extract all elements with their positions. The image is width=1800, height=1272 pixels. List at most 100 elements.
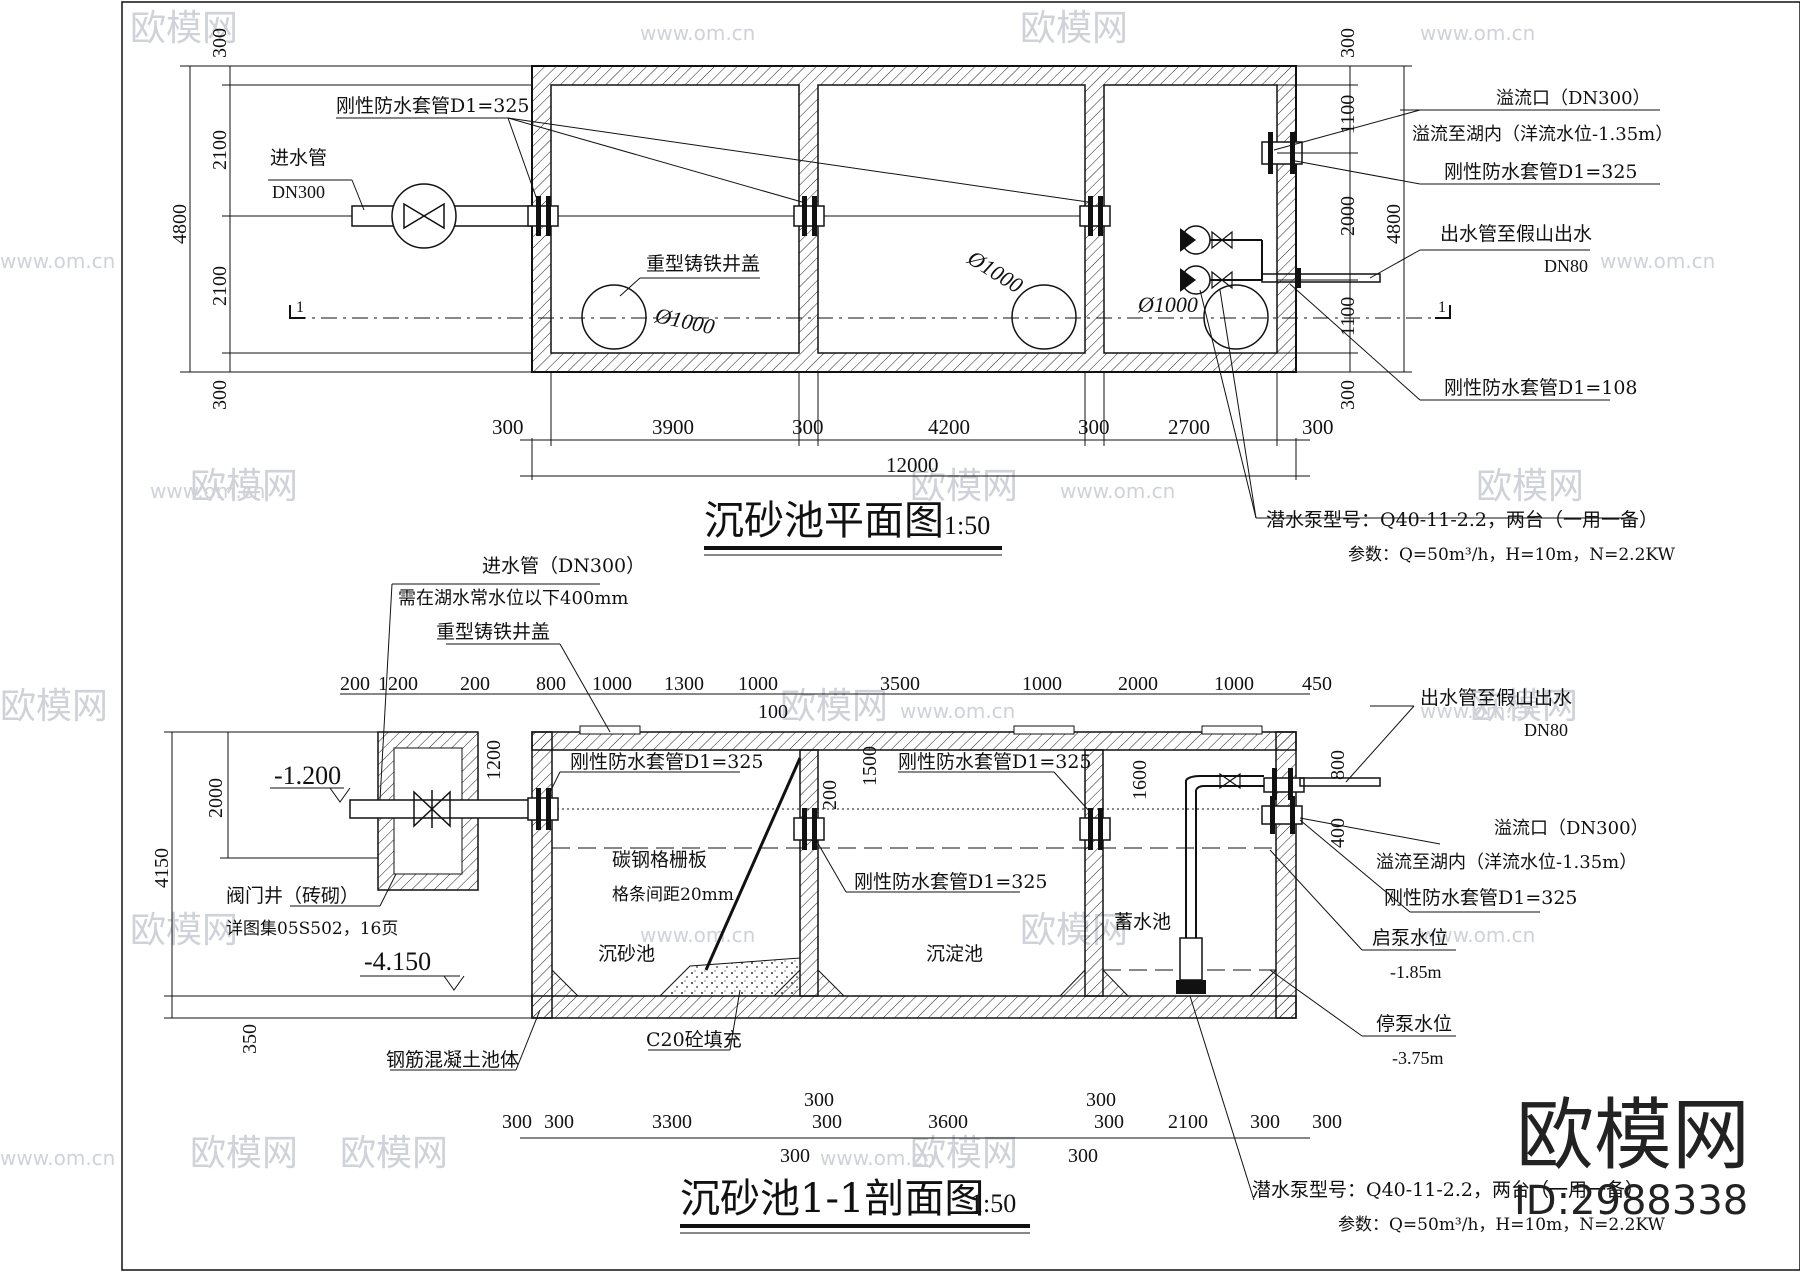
plan-dim-bottom-0: 300	[492, 415, 524, 439]
section-dim-inner-1500: 1500	[859, 746, 881, 786]
section-elev-top: -1.200	[274, 761, 341, 790]
section-sleeve-1	[527, 788, 559, 830]
section-dim-inner-1600: 1600	[1129, 760, 1151, 800]
plan-dim-bottom-total: 12000	[886, 453, 939, 477]
brand-logo-text: 欧模网	[1516, 1091, 1750, 1181]
section-sleeve-outlet	[1263, 768, 1305, 800]
section-dim-top-6: 1000	[738, 673, 778, 695]
section-scale: 1:50	[970, 1189, 1016, 1218]
section-label-grate-spacing: 格条间距20mm	[612, 885, 734, 905]
section-dim-bottom-6: 300	[1086, 1089, 1116, 1111]
drawing-frame	[121, 1, 1800, 1271]
section-label-start-level: 启泵水位	[1372, 927, 1448, 949]
plan-dim-left-total: 4800	[169, 204, 191, 244]
plan-label-cover: 重型铸铁井盖	[646, 253, 760, 275]
section-dim-inner-800: 800	[1327, 750, 1349, 780]
section-label-sleeve-a: 刚性防水套管D1=325	[570, 751, 764, 773]
watermark-url: www.om.cn	[1600, 249, 1715, 273]
plan-pump-model: 潜水泵型号：Q40-11-2.2，两台（一用一备）	[1266, 509, 1658, 531]
section-label-inlet-note: 需在湖水常水位以下400mm	[398, 588, 629, 609]
plan-dim-bottom-3: 4200	[928, 415, 970, 439]
brand-id: ID:2988338	[1514, 1178, 1748, 1224]
watermark-logo: 欧模网	[1476, 466, 1584, 507]
watermark-url: www.om.cn	[1420, 923, 1535, 947]
section-dim-top-2: 200	[460, 673, 490, 695]
plan-dim-bottom-2: 300	[792, 415, 824, 439]
plan-dim-bottom-6: 300	[1302, 415, 1334, 439]
watermark-url: www.om.cn	[150, 479, 265, 503]
section-dim-bottom-low-1: 300	[1068, 1145, 1098, 1167]
pump-outlet-assembly	[1180, 225, 1381, 295]
plan-dim-left-bottom: 300	[209, 380, 231, 410]
section-label-overflow-to: 溢流至湖内（洋流水位-1.35m）	[1376, 852, 1637, 873]
plan-label-dia-c: Ø1000	[1137, 292, 1198, 317]
plan-chamber-3	[1103, 84, 1278, 354]
watermark-logo: 欧模网	[340, 1133, 448, 1174]
section-dim-top-12: 450	[1302, 673, 1332, 695]
section-label-start-value: -1.85m	[1390, 962, 1442, 982]
watermark-logo: 欧模网	[190, 1133, 298, 1174]
plan-dim-right-bottom: 300	[1337, 380, 1359, 410]
section-dim-top-3: 800	[536, 673, 566, 695]
section-dim-top-5: 1300	[664, 673, 704, 695]
section-label-inlet: 进水管（DN300）	[482, 555, 645, 577]
plan-title: 沉砂池平面图	[704, 498, 944, 544]
plan-dim-left-top: 300	[209, 28, 231, 58]
watermark-logo: 欧模网	[780, 686, 888, 727]
section-dim-inner-400: 400	[1327, 818, 1349, 848]
plan-view: 1 1	[169, 28, 1675, 565]
section-dim-top-9: 1000	[1022, 673, 1062, 695]
section-mark-right: 1	[1438, 299, 1446, 316]
section-elev-bottom: -4.150	[364, 947, 431, 976]
watermark-url: www.om.cn	[640, 923, 755, 947]
section-label-sleeve-c: 刚性防水套管D1=325	[854, 871, 1048, 893]
plan-sleeve-3	[1079, 196, 1111, 236]
section-label-sleeve-b: 刚性防水套管D1=325	[898, 751, 1092, 773]
watermark-logo: 欧模网	[910, 1133, 1018, 1174]
section-label-chamber-2: 沉淀池	[926, 943, 983, 965]
section-title: 沉砂池1-1剖面图	[680, 1176, 984, 1222]
section-label-fill: C20砼填充	[646, 1029, 742, 1051]
section-dim-left-2000: 2000	[205, 778, 227, 818]
plan-dim-right-top: 300	[1337, 28, 1359, 58]
section-label-sleeve-d: 刚性防水套管D1=325	[1384, 887, 1578, 909]
section-label-chamber-1: 沉砂池	[598, 943, 655, 965]
section-mark-left: 1	[296, 299, 304, 316]
plan-sleeve-1	[527, 196, 559, 236]
watermark-url: www.om.cn	[0, 1146, 115, 1170]
section-label-valve-well: 阀门井（砖砌）	[226, 885, 359, 907]
plan-left-dims: 300 2100 2100 300 4800	[169, 28, 532, 410]
section-dim-top-4: 1000	[592, 673, 632, 695]
watermark-logo: 欧模网	[130, 910, 238, 951]
plan-label-inlet: 进水管	[270, 147, 327, 169]
watermark-url: www.om.cn	[820, 1146, 935, 1170]
section-label-valve-ref: 详图集05S502，16页	[226, 919, 398, 939]
plan-label-sleeve-108: 刚性防水套管D1=108	[1444, 377, 1638, 399]
section-view: 200 1200 200 800 1000 1300 1000 100 3500…	[151, 555, 1665, 1235]
section-dim-left-4150: 4150	[151, 848, 173, 888]
section-dim-bottom-low-0: 300	[780, 1145, 810, 1167]
watermark-logo: 欧模网	[910, 466, 1018, 507]
section-label-chamber-3: 蓄水池	[1114, 911, 1171, 933]
section-dim-inner-200: 200	[819, 780, 841, 810]
plan-sleeve-2	[793, 196, 825, 236]
plan-chamber-1	[550, 84, 800, 354]
section-label-stop-value: -3.75m	[1392, 1048, 1444, 1068]
section-dim-bottom-10: 300	[1312, 1111, 1342, 1133]
section-dim-top-7: 100	[758, 701, 788, 723]
section-top-slab	[531, 731, 1297, 751]
section-label-outlet: 出水管至假山出水	[1420, 687, 1572, 709]
plan-dim-bottom-4: 300	[1078, 415, 1110, 439]
plan-label-inlet-size: DN300	[272, 182, 325, 202]
section-dim-bottom-0: 300	[502, 1111, 532, 1133]
section-top-dims: 200 1200 200 800 1000 1300 1000 100 3500…	[340, 673, 1332, 723]
section-leaders	[290, 583, 1540, 1201]
section-sleeve-3	[1079, 808, 1111, 850]
watermark-logo: 欧模网	[1020, 910, 1128, 951]
section-label-stop-level: 停泵水位	[1376, 1013, 1452, 1035]
plan-dim-left-lower: 2100	[209, 266, 231, 306]
section-label-cover: 重型铸铁井盖	[436, 621, 550, 643]
section-dim-top-10: 2000	[1118, 673, 1158, 695]
plan-dim-right-total: 4800	[1383, 204, 1405, 244]
